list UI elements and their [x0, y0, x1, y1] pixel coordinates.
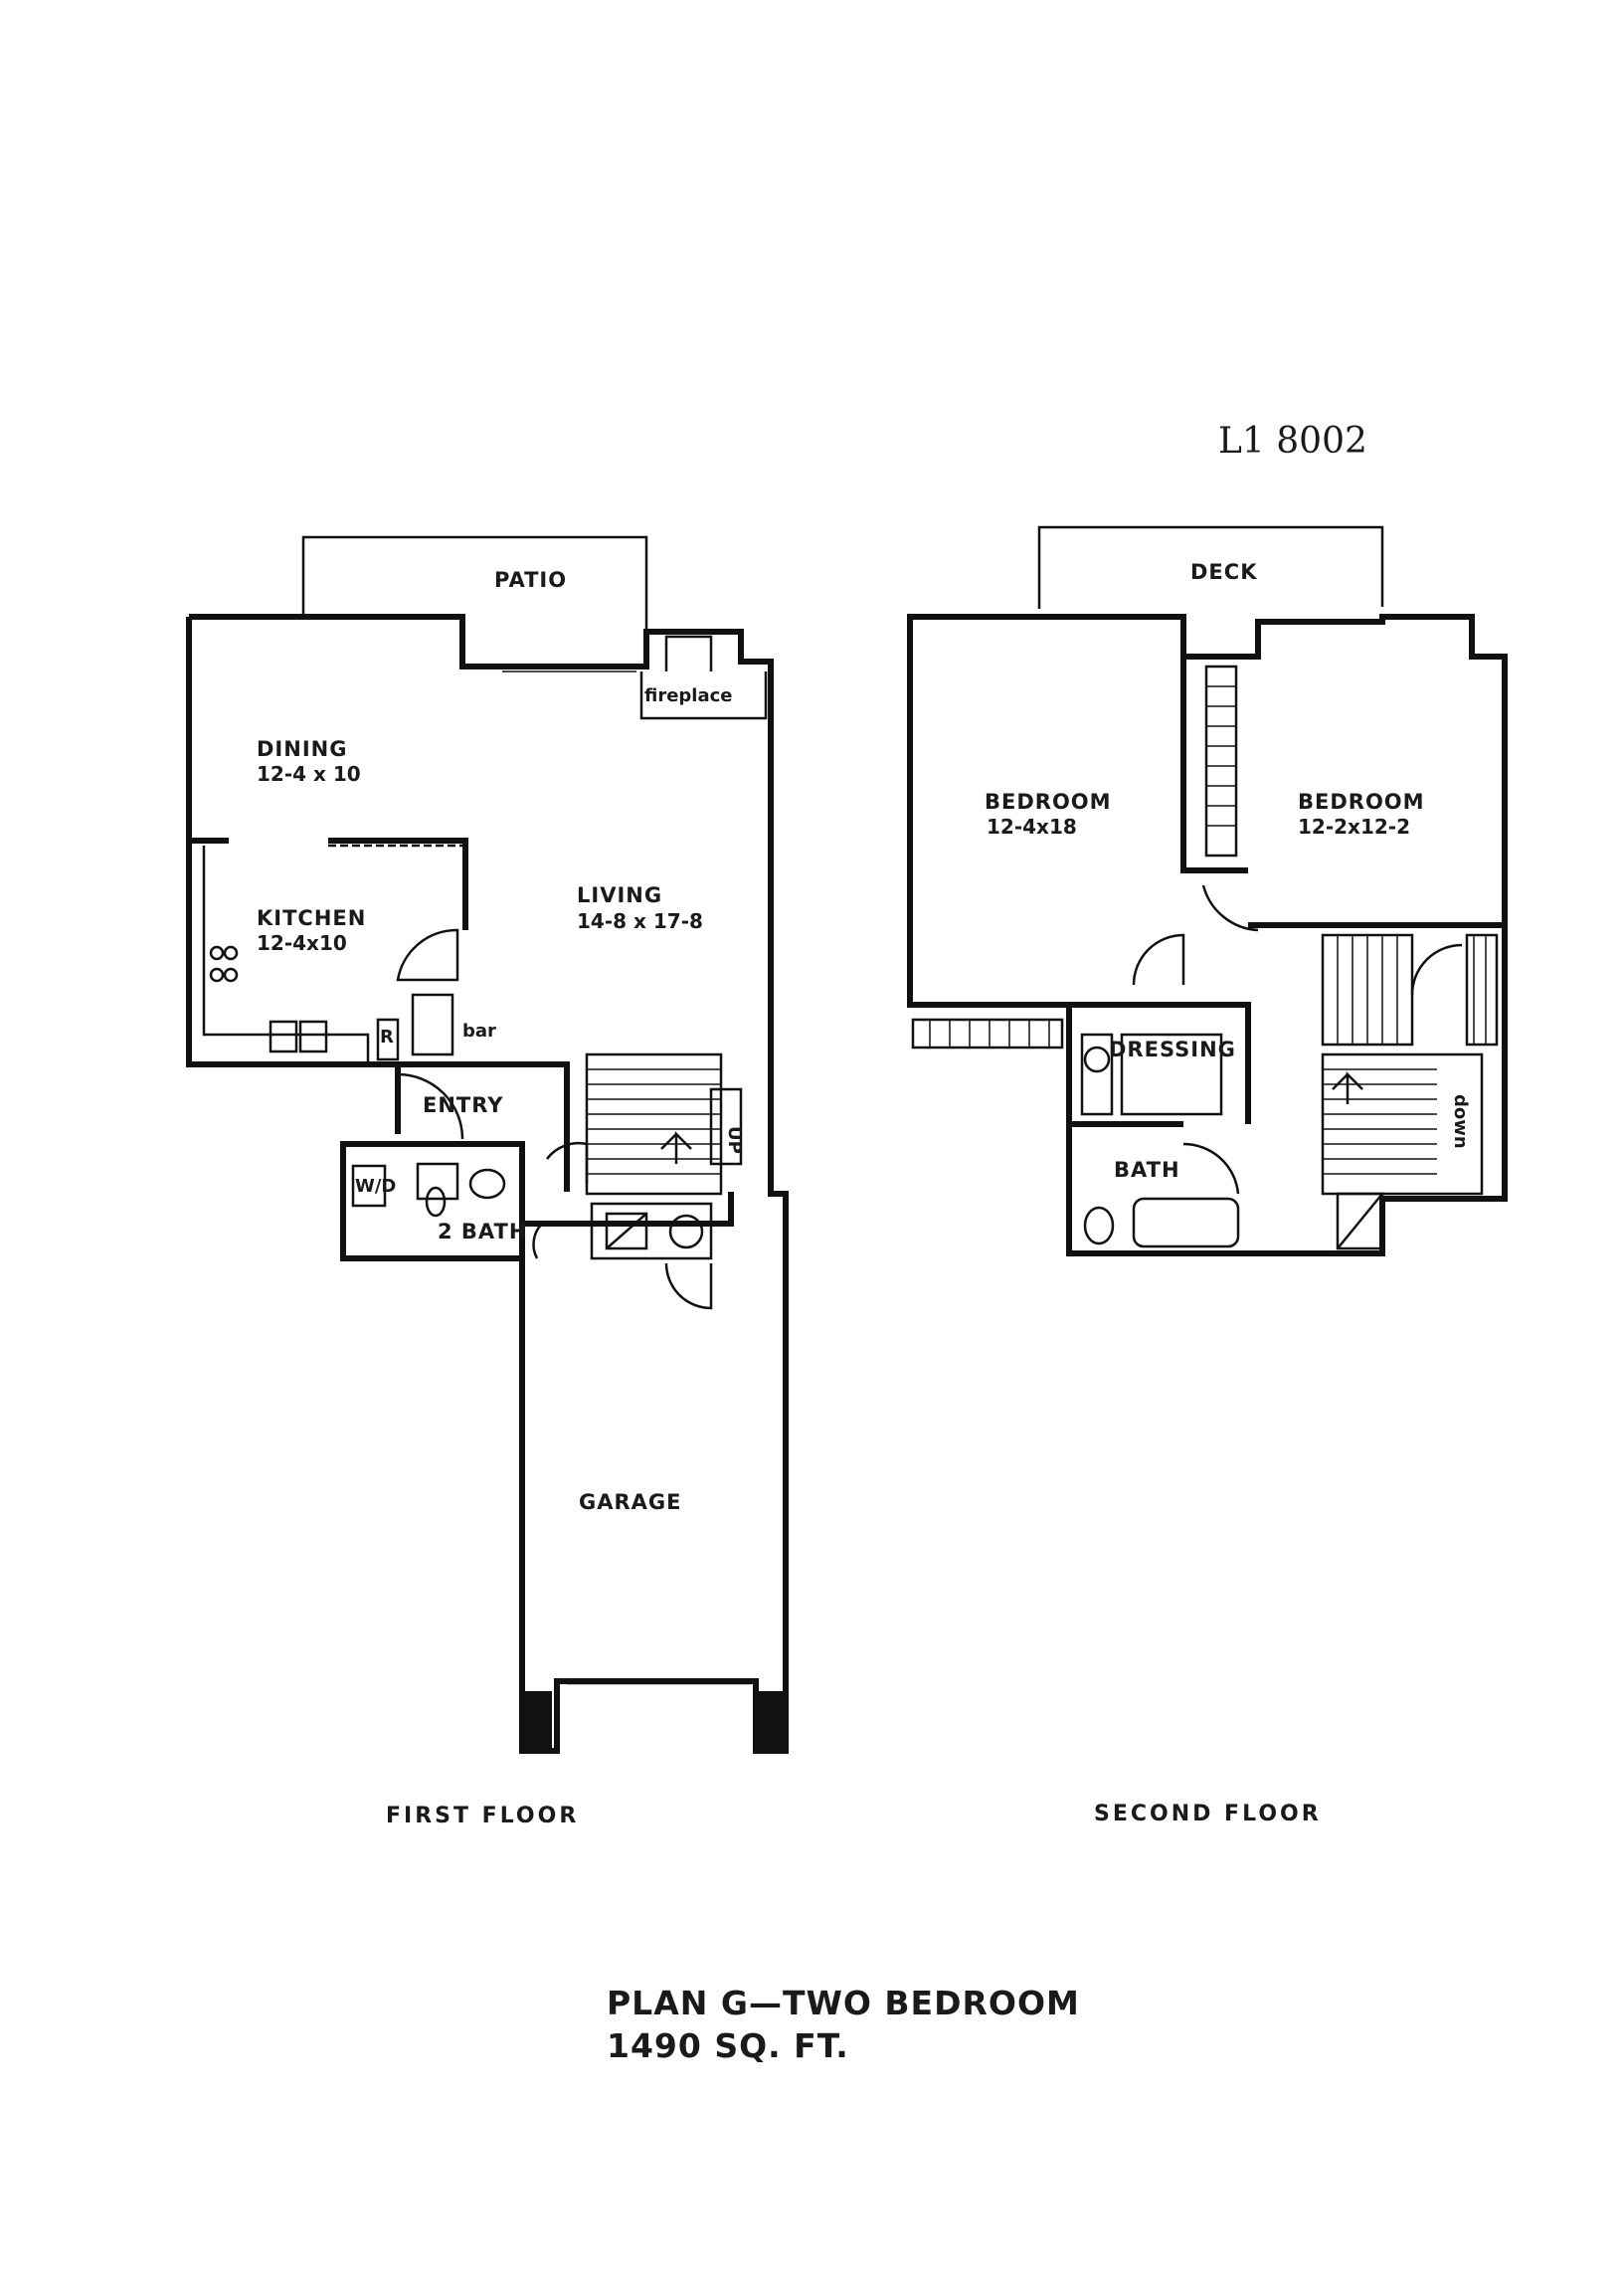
closet-door-swing [1410, 943, 1463, 996]
bath-toilet [1083, 1206, 1115, 1245]
lavatory-counter [416, 1162, 459, 1201]
wardrobe-lines [929, 1020, 1050, 1048]
second-floor-caption: SECOND FLOOR [1094, 1802, 1322, 1826]
bar-cabinet [411, 993, 454, 1056]
deck-outline [1037, 525, 1384, 609]
plan-area: 1490 SQ. FT. [607, 2026, 849, 2065]
kitchen-counter [202, 846, 370, 1062]
range-burner [223, 967, 239, 983]
bedroom-1-door-swing [1132, 933, 1185, 986]
refrigerator-label: R [380, 1027, 394, 1048]
second-floor-plan [907, 525, 1508, 1256]
vanity-sink [1083, 1046, 1111, 1073]
closet-door-swing [546, 1141, 589, 1184]
bedroom-2-closet [1204, 665, 1238, 858]
garage-pier [522, 1691, 552, 1753]
range-burner [223, 945, 239, 961]
sheet-code: L1 8002 [1218, 421, 1367, 462]
bedroom-1-label: BEDROOM [985, 790, 1112, 814]
first-floor-stair [585, 1052, 723, 1196]
up-arrow-icon [660, 1130, 692, 1164]
water-heater-box [605, 1212, 648, 1250]
deck-label: DECK [1190, 560, 1257, 584]
washer-dryer-box [351, 1164, 387, 1208]
linen-closet-slash [1337, 1193, 1383, 1249]
bedroom-1-closet [911, 1018, 1064, 1050]
bedroom-2-door-swing [1201, 884, 1259, 932]
utility-door-swing [664, 1262, 713, 1310]
bedroom-1-size-label: 12-4x18 [987, 815, 1077, 839]
bath-label: BATH [1114, 1158, 1180, 1182]
bedroom-2-side-closet [1465, 933, 1499, 1047]
dressing-walls [1069, 1002, 1251, 1127]
entry-door-swing [397, 1072, 464, 1140]
entry-label: ENTRY [423, 1093, 503, 1117]
pantry-door-swing [396, 928, 459, 982]
sink-bowl [269, 1020, 298, 1053]
kitchen-partition-wall [189, 838, 468, 930]
bedroom-partition-wall [1180, 617, 1505, 928]
down-arrow-icon [1332, 1070, 1363, 1104]
closet-shelf-lines [1206, 685, 1236, 827]
bathtub [1132, 1197, 1240, 1248]
half-bath-walls [340, 1141, 525, 1261]
garage-pier [758, 1691, 788, 1753]
first-floor-plan [186, 535, 789, 1754]
first-floor-labels: PATIO fireplace DINING 12-4 x 10 KITCHEN… [257, 568, 745, 1828]
half-bath-label: 2 BATH [438, 1220, 527, 1243]
second-floor-stair [1321, 1052, 1484, 1196]
up-arrow-box [709, 1087, 743, 1166]
bedroom-2-size-label: 12-2x12-2 [1298, 815, 1410, 839]
garage-door-swing [532, 1223, 543, 1259]
stair-up-label: UP [724, 1126, 745, 1154]
bar-label: bar [462, 1021, 496, 1042]
bedroom-2-label: BEDROOM [1298, 790, 1425, 814]
garage-label: GARAGE [579, 1490, 682, 1514]
kitchen-size-label: 12-4x10 [257, 931, 347, 955]
dining-label: DINING [257, 737, 347, 761]
hall-closet-lines [1337, 935, 1487, 1045]
fireplace-label: fireplace [644, 685, 733, 706]
second-floor-exterior-wall [907, 614, 1508, 1256]
first-floor-caption: FIRST FLOOR [386, 1804, 579, 1828]
dressing-counter [1120, 1033, 1223, 1116]
plan-title: PLAN G—TWO BEDROOM [607, 1984, 1080, 2022]
stair-treads-upper [1323, 1068, 1437, 1175]
second-floor-labels: DECK BEDROOM 12-4x18 BEDROOM 12-2x12-2 D… [985, 560, 1471, 1826]
water-heater-slash [606, 1213, 647, 1249]
living-size-label: 14-8 x 17-8 [577, 909, 703, 933]
kitchen-label: KITCHEN [257, 906, 366, 930]
washer-dryer-label: W/D [355, 1176, 396, 1197]
refrigerator-box [376, 1018, 400, 1061]
first-floor-exterior-wall [186, 614, 789, 1754]
sink-bowl [298, 1020, 328, 1053]
water-heater-tank [668, 1214, 704, 1249]
stair-treads [587, 1068, 721, 1175]
range-burner [209, 967, 225, 983]
range-burner [209, 945, 225, 961]
toilet-bowl [425, 1186, 447, 1218]
dining-size-label: 12-4 x 10 [257, 762, 361, 786]
patio-outline [301, 535, 648, 667]
vanity-counter [1080, 1033, 1114, 1116]
fireplace-box [639, 635, 768, 720]
lavatory-sink [468, 1168, 506, 1200]
water-heater-closet [590, 1202, 713, 1260]
stair-down-label: down [1450, 1094, 1471, 1149]
living-label: LIVING [577, 883, 662, 907]
patio-label: PATIO [494, 568, 567, 592]
dressing-label: DRESSING [1109, 1038, 1236, 1061]
bath-door-swing [1182, 1142, 1240, 1195]
